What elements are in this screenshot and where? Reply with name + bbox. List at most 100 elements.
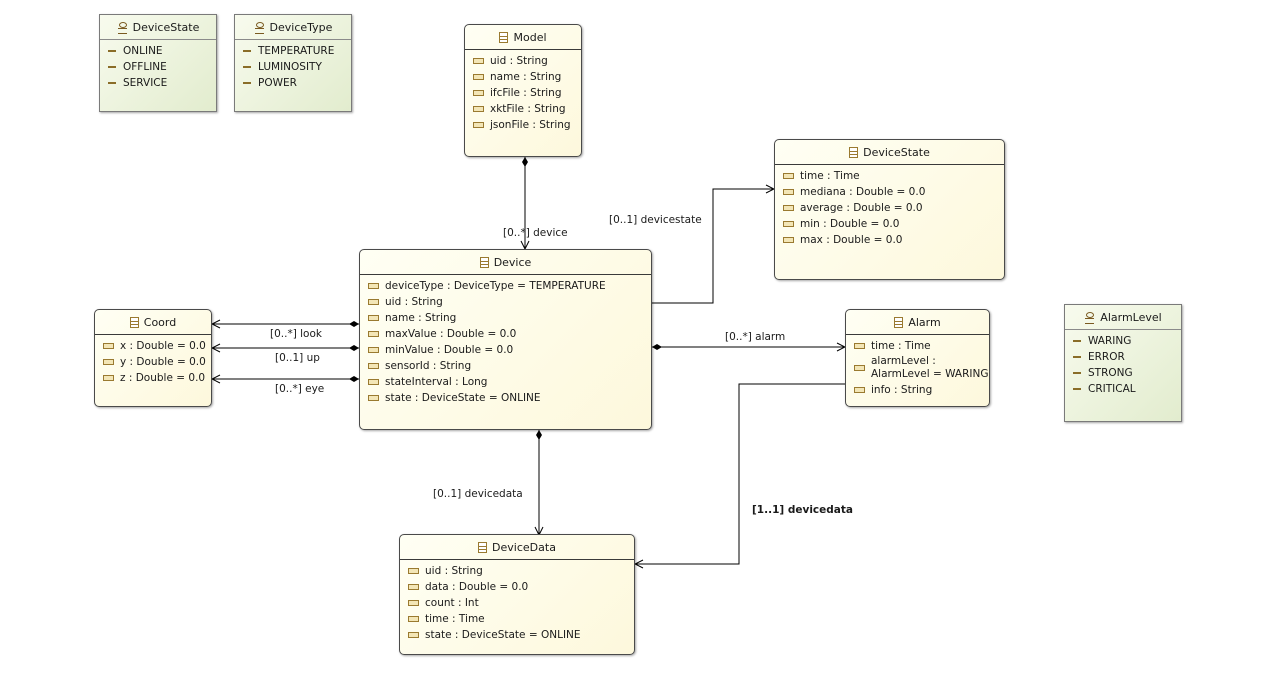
attribute-icon	[854, 365, 865, 371]
attribute-icon	[408, 616, 419, 622]
enum-alarmlevel[interactable]: AlarmLevel WARING ERROR STRONG CRITICAL	[1064, 304, 1182, 422]
enum-devicetype[interactable]: DeviceType TEMPERATURE LUMINOSITY POWER	[234, 14, 352, 112]
attribute-icon	[368, 363, 379, 369]
class-attribute[interactable]: max : Double = 0.0	[775, 232, 1004, 248]
class-header: Model	[465, 25, 581, 50]
attribute-icon	[103, 359, 114, 365]
enum-icon	[1084, 311, 1095, 324]
class-attribute[interactable]: uid : String	[360, 294, 651, 310]
label-device-alarm[interactable]: [0..*] alarm	[725, 331, 786, 343]
attribute-icon	[408, 584, 419, 590]
enum-literal[interactable]: SERVICE	[100, 75, 216, 91]
attribute-icon	[783, 173, 794, 179]
class-attribute[interactable]: count : Int	[400, 595, 634, 611]
enum-literal[interactable]: CRITICAL	[1065, 381, 1181, 397]
class-name: DeviceData	[492, 540, 556, 554]
enum-name: DeviceState	[132, 20, 200, 34]
class-attribute[interactable]: name : String	[465, 69, 581, 85]
enum-literal[interactable]: ONLINE	[100, 43, 216, 59]
enum-header: DeviceType	[235, 15, 351, 40]
enum-literal[interactable]: TEMPERATURE	[235, 43, 351, 59]
attribute-icon	[408, 600, 419, 606]
label-model-device[interactable]: [0..*] device	[503, 227, 568, 239]
label-device-up[interactable]: [0..1] up	[275, 352, 320, 364]
literal-icon	[1073, 356, 1081, 358]
attribute-icon	[368, 379, 379, 385]
class-attribute[interactable]: minValue : Double = 0.0	[360, 342, 651, 358]
attribute-icon	[408, 632, 419, 638]
enum-literal[interactable]: OFFLINE	[100, 59, 216, 75]
class-name: DeviceState	[863, 145, 930, 159]
class-attribute[interactable]: jsonFile : String	[465, 117, 581, 133]
class-attribute[interactable]: mediana : Double = 0.0	[775, 184, 1004, 200]
literal-icon	[1073, 388, 1081, 390]
edge-device-devicestate[interactable]	[652, 189, 774, 304]
class-attribute[interactable]: state : DeviceState = ONLINE	[400, 627, 634, 643]
enum-literal[interactable]: ERROR	[1065, 349, 1181, 365]
attribute-icon	[854, 343, 865, 349]
literal-icon	[108, 66, 116, 68]
class-attribute[interactable]: uid : String	[400, 563, 634, 579]
label-alarm-devicedata[interactable]: [1..1] devicedata	[752, 504, 853, 516]
class-attribute[interactable]: ifcFile : String	[465, 85, 581, 101]
class-attribute[interactable]: info : String	[846, 382, 989, 398]
attribute-icon	[368, 395, 379, 401]
literal-icon	[108, 50, 116, 52]
enum-header: DeviceState	[100, 15, 216, 40]
class-icon	[849, 146, 859, 158]
class-name: Device	[493, 255, 532, 269]
class-attribute[interactable]: average : Double = 0.0	[775, 200, 1004, 216]
attribute-icon	[854, 387, 865, 393]
enum-literal[interactable]: STRONG	[1065, 365, 1181, 381]
label-device-look[interactable]: [0..*] look	[270, 328, 322, 340]
class-attribute[interactable]: min : Double = 0.0	[775, 216, 1004, 232]
literal-icon	[243, 50, 251, 52]
literal-icon	[1073, 372, 1081, 374]
enum-literal[interactable]: POWER	[235, 75, 351, 91]
label-device-devicedata[interactable]: [0..1] devicedata	[433, 488, 523, 500]
enum-icon	[254, 21, 265, 34]
attribute-icon	[473, 58, 484, 64]
attribute-icon	[368, 347, 379, 353]
class-attribute[interactable]: deviceType : DeviceType = TEMPERATURE	[360, 278, 651, 294]
attribute-icon	[103, 343, 114, 349]
class-attribute[interactable]: time : Time	[400, 611, 634, 627]
class-attribute[interactable]: time : Time	[775, 168, 1004, 184]
class-attribute[interactable]: sensorId : String	[360, 358, 651, 374]
class-alarm[interactable]: Alarm time : Time alarmLevel : AlarmLeve…	[845, 309, 990, 407]
class-icon	[499, 31, 509, 43]
class-attribute[interactable]: y : Double = 0.0	[95, 354, 211, 370]
class-attribute[interactable]: uid : String	[465, 53, 581, 69]
class-devicestate[interactable]: DeviceState time : Time mediana : Double…	[774, 139, 1005, 280]
attribute-icon	[783, 221, 794, 227]
class-attribute[interactable]: z : Double = 0.0	[95, 370, 211, 386]
literal-icon	[243, 66, 251, 68]
class-attribute[interactable]: data : Double = 0.0	[400, 579, 634, 595]
literal-icon	[1073, 340, 1081, 342]
label-device-eye[interactable]: [0..*] eye	[275, 383, 325, 395]
enum-devicestate[interactable]: DeviceState ONLINE OFFLINE SERVICE	[99, 14, 217, 112]
class-attribute[interactable]: time : Time	[846, 338, 989, 354]
class-attribute[interactable]: stateInterval : Long	[360, 374, 651, 390]
enum-literal[interactable]: WARING	[1065, 333, 1181, 349]
class-model[interactable]: Model uid : String name : String ifcFile…	[464, 24, 582, 157]
class-attribute[interactable]: state : DeviceState = ONLINE	[360, 390, 651, 406]
class-attribute[interactable]: maxValue : Double = 0.0	[360, 326, 651, 342]
enum-literal[interactable]: LUMINOSITY	[235, 59, 351, 75]
class-attribute[interactable]: x : Double = 0.0	[95, 338, 211, 354]
class-coord[interactable]: Coord x : Double = 0.0 y : Double = 0.0 …	[94, 309, 212, 407]
class-devicedata[interactable]: DeviceData uid : String data : Double = …	[399, 534, 635, 655]
class-name: Model	[513, 30, 547, 44]
label-device-devicestate[interactable]: [0..1] devicestate	[609, 214, 702, 226]
class-device[interactable]: Device deviceType : DeviceType = TEMPERA…	[359, 249, 652, 430]
attribute-icon	[783, 237, 794, 243]
enum-name: AlarmLevel	[1100, 310, 1162, 324]
edge-alarm-devicedata[interactable]	[635, 383, 845, 564]
class-attribute[interactable]: name : String	[360, 310, 651, 326]
attribute-icon	[473, 122, 484, 128]
class-attribute[interactable]: alarmLevel : AlarmLevel = WARING	[846, 354, 989, 382]
class-icon	[479, 256, 489, 268]
attribute-icon	[368, 315, 379, 321]
class-attribute[interactable]: xktFile : String	[465, 101, 581, 117]
